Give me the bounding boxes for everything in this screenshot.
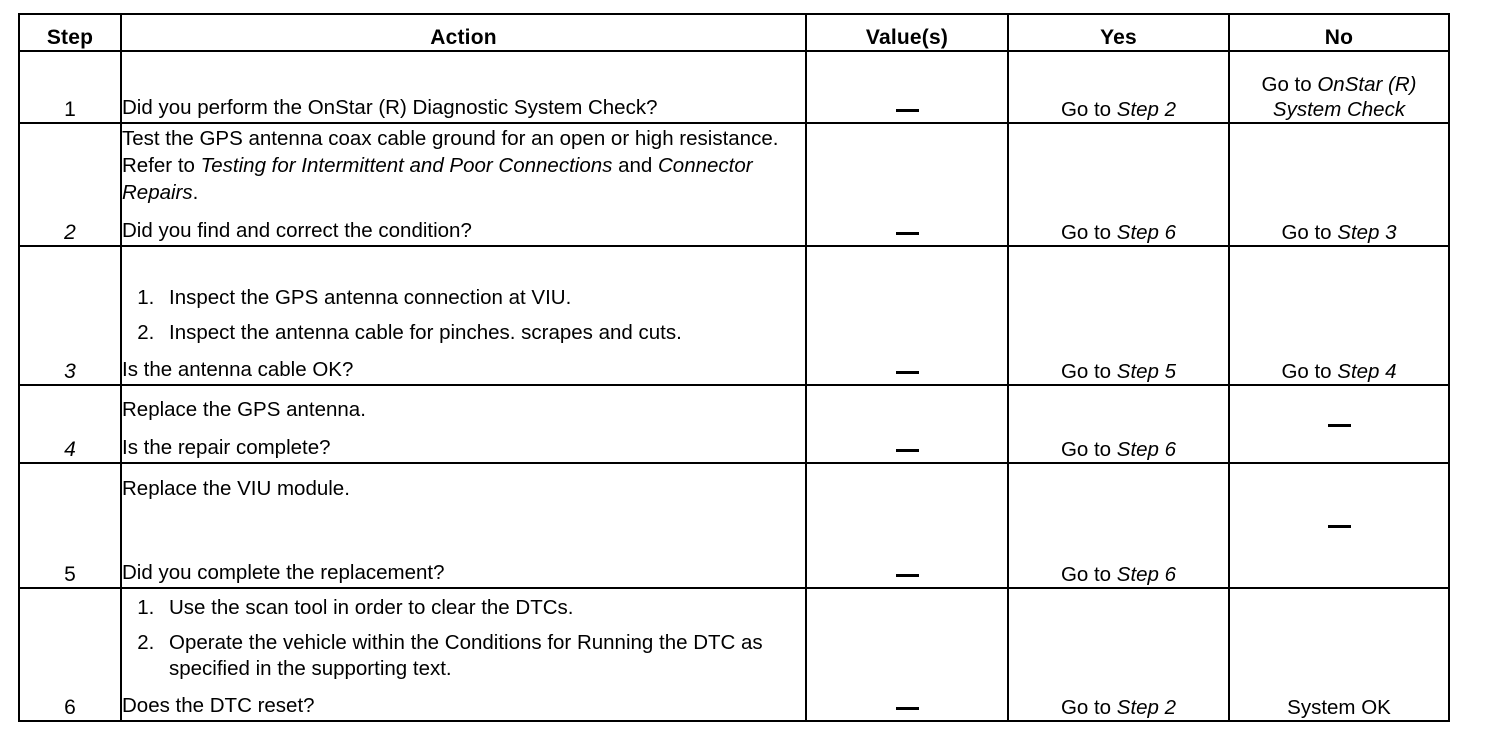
no-cell xyxy=(1228,462,1450,589)
list-item: Operate the vehicle within the Condition… xyxy=(160,630,805,682)
yes-target: Step 5 xyxy=(1116,360,1177,383)
table-body: 1 Did you perform the OnStar (R) Diagnos… xyxy=(18,50,1450,722)
list-item: Inspect the GPS antenna connection at VI… xyxy=(160,285,805,311)
table-row: 3 Inspect the GPS antenna connection at … xyxy=(18,245,1450,386)
action-numbered-list: Inspect the GPS antenna connection at VI… xyxy=(122,285,805,346)
em-dash-mark xyxy=(895,232,919,236)
action-numbered-list: Use the scan tool in order to clear the … xyxy=(122,595,805,683)
yes-target: Step 2 xyxy=(1116,98,1177,121)
no-cell: Go to Step 4 xyxy=(1228,245,1450,386)
yes-cell: Go to Step 6 xyxy=(1007,384,1230,464)
table-row: 4 Replace the GPS antenna. Is the repair… xyxy=(18,384,1450,464)
step-number-cell: 2 xyxy=(18,122,122,247)
table-header: Step Action Value(s) Yes No xyxy=(18,13,1450,52)
value-cell xyxy=(805,462,1009,589)
yes-prefix: Go to xyxy=(1060,563,1117,586)
action-question: Does the DTC reset? xyxy=(122,694,315,718)
action-cell: Replace the GPS antenna. Is the repair c… xyxy=(120,384,807,464)
list-item: Use the scan tool in order to clear the … xyxy=(160,595,805,621)
em-dash-mark xyxy=(1327,423,1351,427)
action-ref-2: Connector Repairs xyxy=(122,154,753,204)
step-number-cell: 4 xyxy=(18,384,122,464)
yes-target: Step 6 xyxy=(1116,563,1177,586)
value-cell xyxy=(805,245,1009,386)
no-target-line1: OnStar (R) xyxy=(1317,73,1417,96)
action-cell: Test the GPS antenna coax cable ground f… xyxy=(120,122,807,247)
column-header-no: No xyxy=(1228,13,1450,52)
value-cell xyxy=(805,587,1009,722)
em-dash-mark xyxy=(1327,525,1351,529)
yes-cell: Go to Step 5 xyxy=(1007,245,1230,386)
em-dash-mark xyxy=(895,574,919,578)
no-cell xyxy=(1228,384,1450,464)
value-cell xyxy=(805,384,1009,464)
action-cell: Use the scan tool in order to clear the … xyxy=(120,587,807,722)
action-cell: Replace the VIU module. Did you complete… xyxy=(120,462,807,589)
diagnostic-table: Step Action Value(s) Yes No 1 Did you pe… xyxy=(18,13,1450,722)
action-question: Did you complete the replacement? xyxy=(122,561,445,585)
no-cell: Go to Step 3 xyxy=(1228,122,1450,247)
no-prefix: Go to xyxy=(1281,221,1338,244)
action-paragraph: Did you perform the OnStar (R) Diagnosti… xyxy=(122,96,658,120)
action-question: Is the repair complete? xyxy=(122,436,331,460)
list-item: Inspect the antenna cable for pinches. s… xyxy=(160,320,805,346)
no-prefix: Go to xyxy=(1281,360,1338,383)
no-target-line2: System Check xyxy=(1272,98,1406,121)
step-number-cell: 5 xyxy=(18,462,122,589)
action-text-2: and xyxy=(612,154,658,178)
step-number-cell: 3 xyxy=(18,245,122,386)
no-cell: System OK xyxy=(1228,587,1450,722)
yes-prefix: Go to xyxy=(1060,221,1117,244)
no-cell: Go to OnStar (R)System Check xyxy=(1228,50,1450,124)
action-cell: Did you perform the OnStar (R) Diagnosti… xyxy=(120,50,807,124)
value-cell xyxy=(805,50,1009,124)
column-header-value: Value(s) xyxy=(805,13,1009,52)
yes-cell: Go to Step 2 xyxy=(1007,587,1230,722)
yes-prefix: Go to xyxy=(1060,360,1117,383)
yes-prefix: Go to xyxy=(1060,98,1117,121)
column-header-yes: Yes xyxy=(1007,13,1230,52)
action-text-3: . xyxy=(192,180,199,204)
no-target: Step 3 xyxy=(1337,221,1397,244)
step-number-cell: 6 xyxy=(18,587,122,722)
yes-prefix: Go to xyxy=(1060,696,1117,719)
table-row: 6 Use the scan tool in order to clear th… xyxy=(18,587,1450,722)
em-dash-mark xyxy=(895,371,919,375)
em-dash-mark xyxy=(895,109,919,113)
table-row: 2 Test the GPS antenna coax cable ground… xyxy=(18,122,1450,247)
yes-cell: Go to Step 6 xyxy=(1007,122,1230,247)
yes-prefix: Go to xyxy=(1060,438,1117,461)
yes-target: Step 6 xyxy=(1116,438,1177,461)
action-text-1: Test the GPS antenna coax cable ground f… xyxy=(122,127,779,178)
action-question: Did you find and correct the condition? xyxy=(122,219,472,243)
action-paragraph: Replace the VIU module. xyxy=(122,476,350,500)
header-row: Step Action Value(s) Yes No xyxy=(18,13,1450,52)
em-dash-mark xyxy=(895,707,919,711)
no-target: Step 4 xyxy=(1337,360,1397,383)
column-header-action: Action xyxy=(120,13,807,52)
action-paragraph: Replace the GPS antenna. xyxy=(122,397,366,421)
no-prefix: Go to xyxy=(1261,73,1318,96)
yes-target: Step 2 xyxy=(1116,696,1177,719)
yes-target: Step 6 xyxy=(1116,221,1177,244)
column-header-step: Step xyxy=(18,13,122,52)
action-cell: Inspect the GPS antenna connection at VI… xyxy=(120,245,807,386)
value-cell xyxy=(805,122,1009,247)
step-number-cell: 1 xyxy=(18,50,122,124)
action-ref-1: Testing for Intermittent and Poor Connec… xyxy=(200,154,613,178)
action-question: Is the antenna cable OK? xyxy=(122,358,354,382)
em-dash-mark xyxy=(895,449,919,453)
yes-cell: Go to Step 2 xyxy=(1007,50,1230,124)
table-row: 5 Replace the VIU module. Did you comple… xyxy=(18,462,1450,589)
action-paragraph: Test the GPS antenna coax cable ground f… xyxy=(122,126,805,206)
table-row: 1 Did you perform the OnStar (R) Diagnos… xyxy=(18,50,1450,124)
yes-cell: Go to Step 6 xyxy=(1007,462,1230,589)
